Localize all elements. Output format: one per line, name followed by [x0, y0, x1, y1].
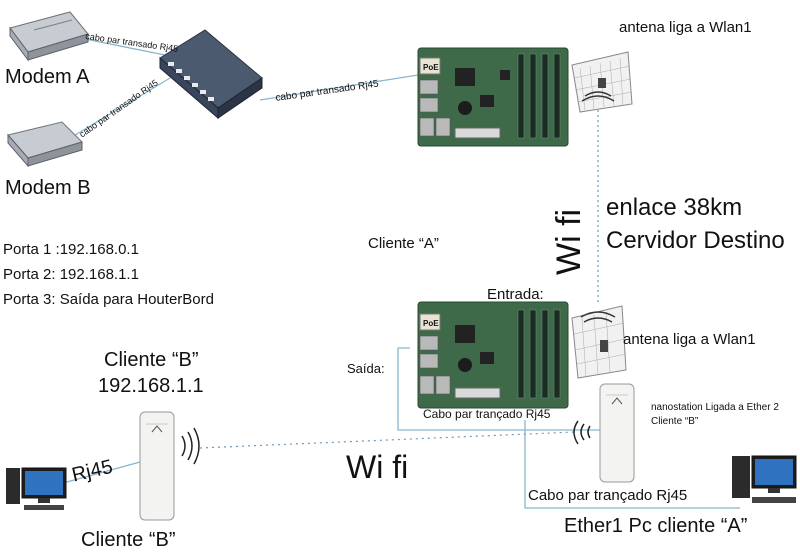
destination-server-label: Cervidor Destino: [606, 227, 785, 254]
routerboard-bottom: [417, 301, 569, 409]
saida-label: Saída:: [347, 361, 385, 376]
poe-label-bottom: PoE: [423, 319, 439, 328]
cable-switch-router: [259, 74, 419, 101]
cable-modem-b: [61, 77, 171, 144]
modem-a-device: [9, 11, 89, 62]
switch-device: [159, 29, 263, 120]
antenna-top-label: antena liga a Wlan1: [619, 19, 752, 36]
port1-label: Porta 1 :192.168.0.1: [3, 241, 139, 258]
modem-b-device: [7, 121, 83, 168]
cable-trancado-label-1: Cabo par trançado Rj45: [423, 407, 551, 421]
nanostation-note-2: Cliente “B”: [651, 416, 699, 427]
port3-label: Porta 3: Saída para HouterBord: [3, 291, 214, 308]
cable-trancado-label-2: Cabo par trançado Rj45: [528, 487, 688, 504]
cliente-b-ip: 192.168.1.1: [98, 375, 204, 397]
ether1-pc-cliente-a-label: Ether1 Pc cliente “A”: [564, 515, 748, 537]
link-distance-label: enlace 38km: [606, 194, 743, 221]
cliente-b-bottom-label: Cliente “B”: [81, 529, 176, 551]
entrada-label: Entrada:: [487, 286, 544, 303]
cable-saida: [397, 347, 600, 431]
antenna-bottom: [571, 305, 627, 379]
pc-cliente-b: [6, 467, 67, 510]
modem-b-label: Modem B: [5, 177, 91, 199]
antenna-bottom-label: antena liga a Wlan1: [623, 331, 756, 348]
cliente-b-title: Cliente “B”: [104, 349, 199, 371]
cliente-a-label: Cliente “A”: [368, 235, 439, 252]
nanostation-right: [573, 383, 635, 483]
routerboard-top: [417, 47, 569, 147]
wifi-vertical-label: Wi fi: [550, 208, 588, 275]
cable-ether1: [524, 420, 740, 509]
pc-cliente-a: [732, 455, 797, 503]
nanostation-note-1: nanostation Ligada a Ether 2: [651, 402, 779, 413]
port2-label: Porta 2: 192.168.1.1: [3, 266, 139, 283]
nanostation-left: [139, 411, 200, 521]
wifi-link-horizontal: [199, 431, 576, 449]
antenna-top: [571, 51, 633, 113]
cable-modem-a: [79, 37, 166, 56]
modem-a-label: Modem A: [5, 66, 90, 88]
poe-label-top: PoE: [423, 63, 439, 72]
wifi-horizontal-label: Wi fi: [346, 449, 409, 485]
